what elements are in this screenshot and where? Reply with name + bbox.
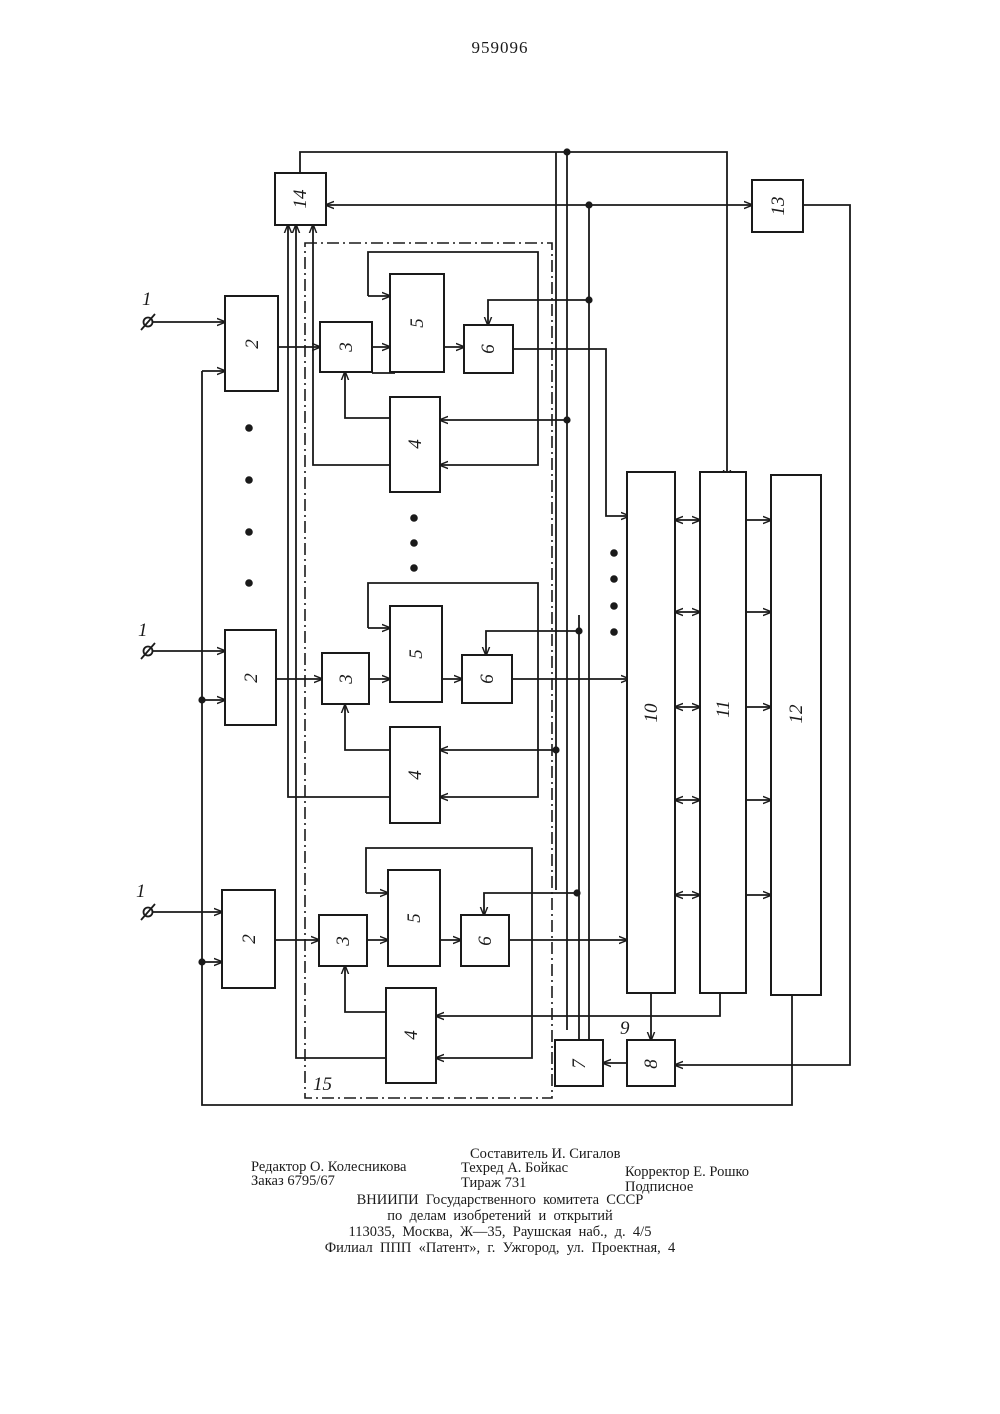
block-3c: 3 <box>319 915 367 966</box>
wire-4c-3c <box>345 966 386 1012</box>
org-line-4: Филиал ППП «Патент», г. Ужгород, ул. Про… <box>0 1240 1000 1257</box>
block-3b: 3 <box>322 653 369 704</box>
wire-6a-10 <box>513 349 629 516</box>
svg-text:14: 14 <box>290 189 311 209</box>
block-6c: 6 <box>461 915 509 966</box>
block-4a: 4 <box>390 397 440 492</box>
org-line-1: ВНИИПИ Государственного комитета СССР <box>0 1192 1000 1209</box>
block-7: 7 <box>555 1040 603 1086</box>
svg-text:4: 4 <box>405 439 426 449</box>
block-11: 11 <box>700 472 746 993</box>
block-4b: 4 <box>390 727 440 823</box>
svg-text:5: 5 <box>404 913 425 923</box>
junction-dots <box>198 148 592 965</box>
svg-text:6: 6 <box>478 344 499 354</box>
input-terminal-1b: 1 <box>138 620 155 659</box>
block-8: 8 <box>627 1040 675 1086</box>
input-label: 1 <box>138 620 148 641</box>
wire-top-bus <box>300 152 727 478</box>
wire-bus-6b <box>486 631 579 655</box>
block-14: 14 <box>275 173 326 225</box>
block-2c: 2 <box>222 890 275 988</box>
input-label: 1 <box>142 289 152 310</box>
svg-text:12: 12 <box>786 704 807 724</box>
org-line-2: по делам изобретений и открытий <box>0 1208 1000 1225</box>
svg-text:5: 5 <box>406 649 427 659</box>
label-9: 9 <box>620 1018 630 1039</box>
circulation-line: Тираж 731 <box>461 1175 526 1191</box>
order-line: Заказ 6795/67 <box>251 1173 335 1189</box>
svg-text:3: 3 <box>336 342 357 353</box>
wire-4a-3a <box>345 372 390 418</box>
corrector-line: Корректор Е. Рошко <box>625 1164 749 1180</box>
wire-4b-left <box>288 225 390 797</box>
input-label: 1 <box>136 881 146 902</box>
org-line-3: 113035, Москва, Ж—35, Раушская наб., д. … <box>0 1224 1000 1241</box>
svg-text:11: 11 <box>713 700 734 718</box>
block-12: 12 <box>771 475 821 995</box>
block-6a: 6 <box>464 325 513 373</box>
svg-text:8: 8 <box>641 1059 662 1069</box>
svg-text:4: 4 <box>401 1030 422 1040</box>
svg-text:13: 13 <box>768 197 789 216</box>
svg-text:2: 2 <box>239 934 260 944</box>
block-6b: 6 <box>462 655 512 703</box>
svg-text:2: 2 <box>242 339 263 349</box>
wire-4b-3b <box>345 705 390 750</box>
input-terminal-1c: 1 <box>136 881 155 920</box>
block-13: 13 <box>752 180 803 232</box>
block-3a: 3 <box>320 322 372 372</box>
block-2a: 2 <box>225 296 278 391</box>
block-5a: 5 <box>390 274 444 372</box>
label-15: 15 <box>313 1074 332 1095</box>
block-10: 10 <box>627 472 675 993</box>
block-4c: 4 <box>386 988 436 1083</box>
input-terminal-1a: 1 <box>141 289 155 330</box>
techred-line: Техред А. Бойкас <box>461 1160 568 1176</box>
svg-text:10: 10 <box>641 703 662 723</box>
svg-text:5: 5 <box>407 318 428 328</box>
block-2b: 2 <box>225 630 276 725</box>
wire-bus-4c <box>436 993 720 1016</box>
svg-text:2: 2 <box>241 673 262 683</box>
svg-text:6: 6 <box>477 674 498 684</box>
block-5b: 5 <box>390 606 442 702</box>
block-5c: 5 <box>388 870 440 966</box>
svg-text:6: 6 <box>475 936 496 946</box>
svg-text:3: 3 <box>333 936 354 947</box>
svg-text:4: 4 <box>405 770 426 780</box>
svg-text:7: 7 <box>569 1058 590 1069</box>
svg-text:3: 3 <box>336 674 357 685</box>
wire-bus-6c <box>484 893 577 915</box>
